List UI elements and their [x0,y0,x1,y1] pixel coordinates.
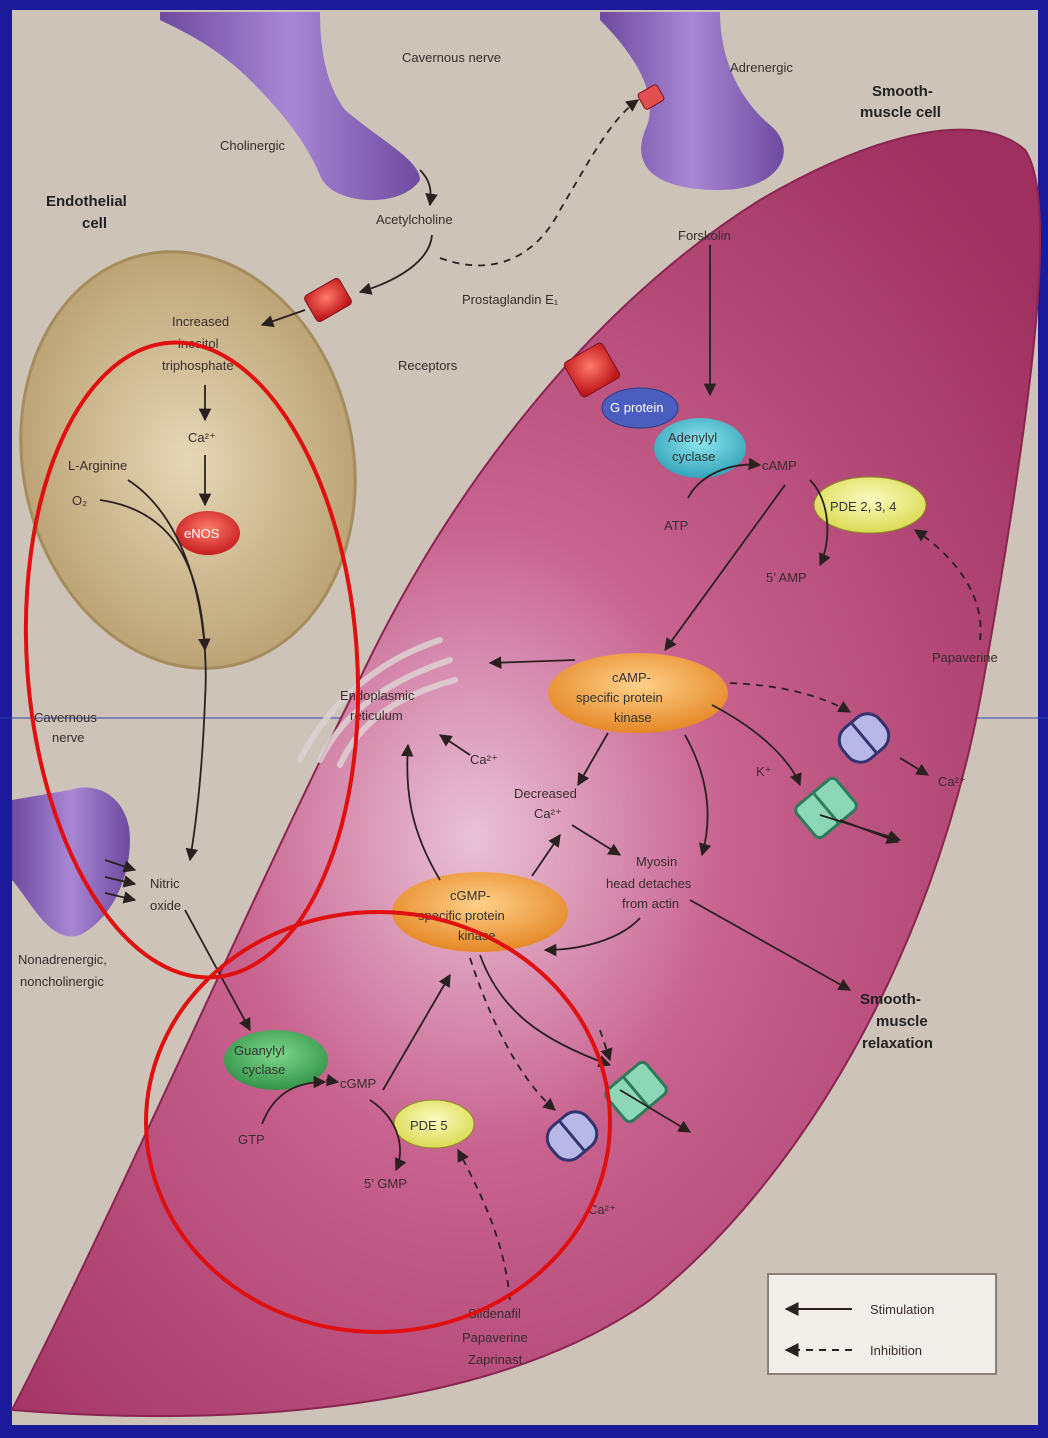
label-decreased-1: Decreased [514,786,577,801]
label-l-arginine: L-Arginine [68,458,127,473]
label-five-gmp: 5’ GMP [364,1176,407,1191]
label-receptors: Receptors [398,358,458,373]
label-camp-kinase-2: specific protein [576,690,663,705]
label-gtp: GTP [238,1132,265,1147]
label-cgmp-kinase-1: cGMP- [450,888,490,903]
label-atp: ATP [664,518,688,533]
adenylyl-cyclase-blob [654,418,746,478]
label-smooth-muscle-relaxation-1: Smooth- [860,991,921,1008]
label-endothelial-cell-2: cell [82,215,107,232]
label-increased-1: Increased [172,314,229,329]
label-five-amp: 5’ AMP [766,570,807,585]
label-decreased-2: Ca²⁺ [534,806,562,821]
label-forskolin: Forskolin [678,228,731,243]
label-camp: cAMP [762,458,797,473]
legend: Stimulation Inhibition [768,1274,996,1374]
label-adenylyl-1: Adenylyl [668,430,717,445]
label-guanylyl-2: cyclase [242,1062,285,1077]
label-cholinergic: Cholinergic [220,138,286,153]
label-smooth-muscle-relaxation-2: muscle [876,1013,928,1030]
label-nitric-2: oxide [150,898,181,913]
label-g-protein: G protein [610,400,663,415]
label-myosin-1: Myosin [636,854,677,869]
guanylyl-cyclase-blob [224,1030,328,1090]
label-nanc-2: noncholinergic [20,974,104,989]
label-prostaglandin: Prostaglandin E₁ [462,292,559,307]
label-smooth-muscle-cell-1: Smooth- [872,83,933,100]
label-acetylcholine: Acetylcholine [376,212,453,227]
label-nanc-1: Nonadrenergic, [18,952,107,967]
label-smooth-muscle-relaxation-3: relaxation [862,1035,933,1052]
label-increased-3: triphosphate [162,358,234,373]
legend-box [768,1274,996,1374]
label-ca-er: Ca²⁺ [470,752,498,767]
label-camp-kinase-3: kinase [614,710,652,725]
label-pde5: PDE 5 [410,1118,448,1133]
label-adenylyl-2: cyclase [672,449,715,464]
label-papaverine-top: Papaverine [932,650,998,665]
label-ca-right: Ca²⁺ [938,774,966,789]
label-pde234: PDE 2, 3, 4 [830,499,896,514]
label-cgmp: cGMP [340,1076,376,1091]
label-myosin-3: from actin [622,896,679,911]
label-adrenergic: Adrenergic [730,60,793,75]
label-cavernous-nerve-left-1: Cavernous [34,710,97,725]
label-papaverine-bottom: Papaverine [462,1330,528,1345]
label-k-plus: K⁺ [756,764,772,779]
label-cavernous-nerve-top: Cavernous nerve [402,50,501,65]
label-nitric-1: Nitric [150,876,180,891]
legend-inhibition-label: Inhibition [870,1343,922,1358]
label-cavernous-nerve-left-2: nerve [52,730,85,745]
label-smooth-muscle-cell-2: muscle cell [860,104,941,121]
label-o2: O₂ [72,493,87,508]
label-er-1: Endoplasmic [340,688,415,703]
label-guanylyl-1: Guanylyl [234,1043,285,1058]
label-enos: eNOS [184,526,220,541]
label-ca-endo: Ca²⁺ [188,430,216,445]
label-zaprinast: Zaprinast [468,1352,523,1367]
legend-stimulation-label: Stimulation [870,1302,934,1317]
label-endothelial-cell-1: Endothelial [46,193,127,210]
label-myosin-2: head detaches [606,876,692,891]
label-camp-kinase-1: cAMP- [612,670,651,685]
